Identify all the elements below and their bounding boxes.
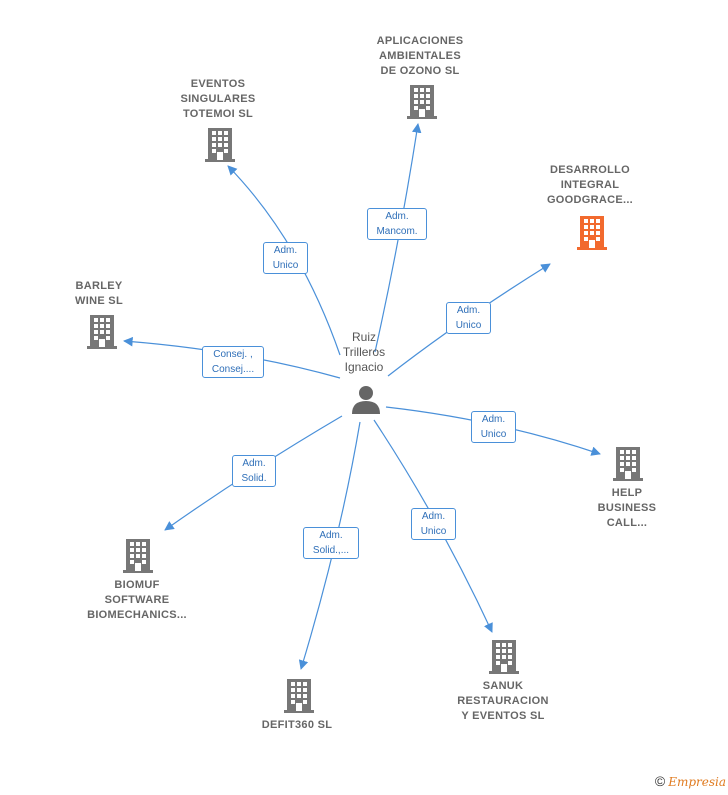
role-label-desarrollo[interactable]: Adm. Unico <box>446 302 491 334</box>
company-name-biomuf[interactable]: BIOMUF SOFTWARE BIOMECHANICS... <box>87 579 187 621</box>
footer-brand: ©Empresia <box>655 773 726 789</box>
company-name-aplicaciones[interactable]: APLICACIONES AMBIENTALES DE OZONO SL <box>376 35 464 77</box>
building-icon[interactable] <box>123 539 153 573</box>
role-label-help[interactable]: Adm. Unico <box>471 411 516 443</box>
person-name[interactable]: Ruiz Trilleros Ignacio <box>342 330 386 374</box>
role-label-defit[interactable]: Adm. Solid.,... <box>303 527 359 559</box>
role-label-eventos[interactable]: Adm. Unico <box>263 242 308 274</box>
company-name-sanuk[interactable]: SANUK RESTAURACION Y EVENTOS SL <box>457 680 549 722</box>
company-name-desarrollo[interactable]: DESARROLLO INTEGRAL GOODGRACE... <box>546 164 634 206</box>
role-label-sanuk[interactable]: Adm. Unico <box>411 508 456 540</box>
role-label-aplicaciones[interactable]: Adm. Mancom. <box>367 208 427 240</box>
company-name-barley[interactable]: BARLEY WINE SL <box>75 280 123 307</box>
building-icon[interactable] <box>577 216 607 250</box>
building-icon[interactable] <box>489 640 519 674</box>
company-name-help[interactable]: HELP BUSINESS CALL... <box>597 487 657 529</box>
person-icon[interactable] <box>351 384 381 414</box>
role-label-barley[interactable]: Consej. , Consej.... <box>202 346 264 378</box>
building-icon[interactable] <box>407 85 437 119</box>
company-name-defit[interactable]: DEFIT360 SL <box>261 719 333 731</box>
brand-logo[interactable]: Empresia <box>668 775 726 789</box>
building-icon[interactable] <box>87 315 117 349</box>
building-icon[interactable] <box>205 128 235 162</box>
building-icon[interactable] <box>284 679 314 713</box>
copyright-symbol: © <box>654 773 666 789</box>
building-icon[interactable] <box>613 447 643 481</box>
company-name-eventos[interactable]: EVENTOS SINGULARES TOTEMOI SL <box>180 78 256 120</box>
role-label-biomuf[interactable]: Adm. Solid. <box>232 455 276 487</box>
